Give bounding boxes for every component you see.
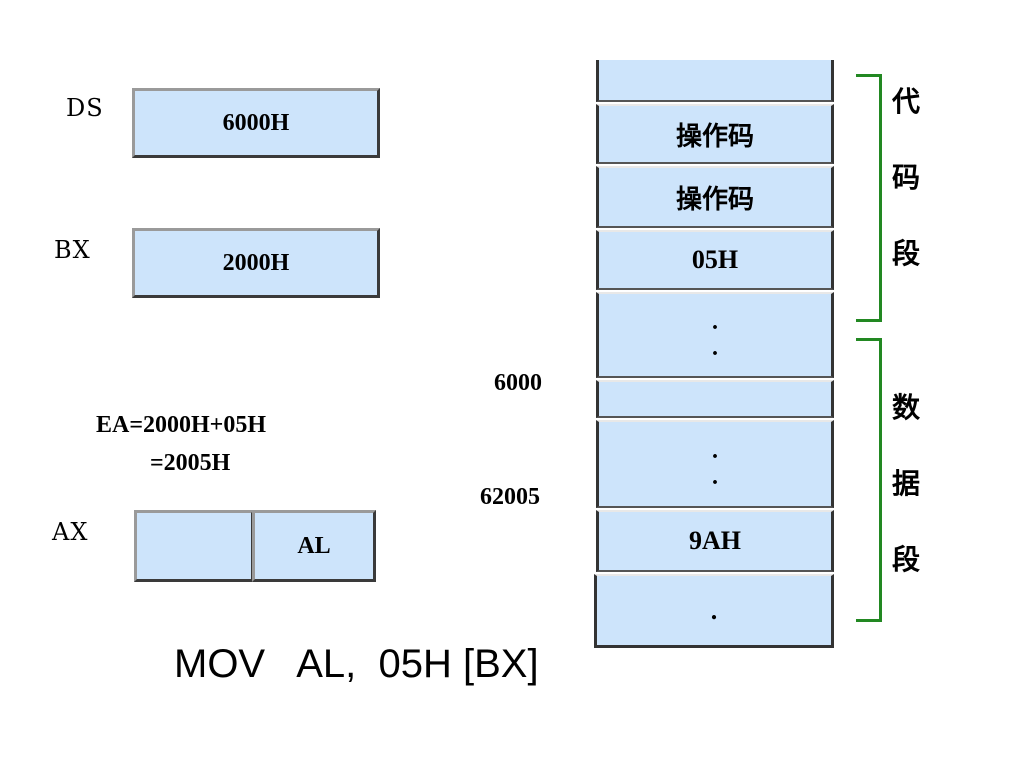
ea-line-2: =2005H	[150, 450, 231, 476]
data-segment-char-2: 据	[892, 467, 921, 500]
code-segment-char-3: 段	[892, 237, 921, 270]
memory-cell-9ah: 9AH	[596, 510, 834, 572]
code-segment-char-2: 码	[892, 161, 921, 194]
address-6000: 6000	[494, 370, 542, 396]
ea-line-1: EA=2000H+05H	[96, 412, 267, 438]
memory-cell-ellipsis-1: . .	[596, 292, 834, 378]
memory-cell-opcode-2: 操作码	[596, 166, 834, 228]
instruction-text: MOV AL, 05H [BX]	[174, 642, 539, 686]
code-segment-char-1: 代	[892, 85, 921, 118]
code-segment-bracket	[856, 74, 882, 322]
memory-cell-05h: 05H	[596, 230, 834, 290]
memory-cell-opcode-1: 操作码	[596, 104, 834, 164]
memory-cell-top	[596, 60, 834, 102]
memory-cell-6000	[596, 380, 834, 418]
memory-cell-bottom: .	[594, 574, 834, 648]
bx-label: BX	[54, 236, 91, 264]
ax-low-box-al: AL	[252, 510, 376, 582]
ellipsis-dot: .	[712, 438, 718, 464]
ellipsis-dot: .	[712, 464, 718, 490]
data-segment-char-1: 数	[892, 391, 921, 424]
ax-label: AX	[52, 518, 89, 546]
ax-high-box	[134, 510, 254, 582]
ds-register-box: 6000H	[132, 88, 380, 158]
bx-register-box: 2000H	[132, 228, 380, 298]
address-62005: 62005	[480, 484, 540, 510]
data-segment-bracket	[856, 338, 882, 622]
memory-cell-ellipsis-2: . .	[596, 420, 834, 508]
ellipsis-dot: .	[712, 335, 718, 361]
data-segment-char-3: 段	[892, 543, 921, 576]
ellipsis-dot: .	[712, 309, 718, 335]
ds-label: DS	[66, 94, 104, 122]
memory-column: 操作码 操作码 05H . . . . 9AH .	[594, 60, 842, 662]
